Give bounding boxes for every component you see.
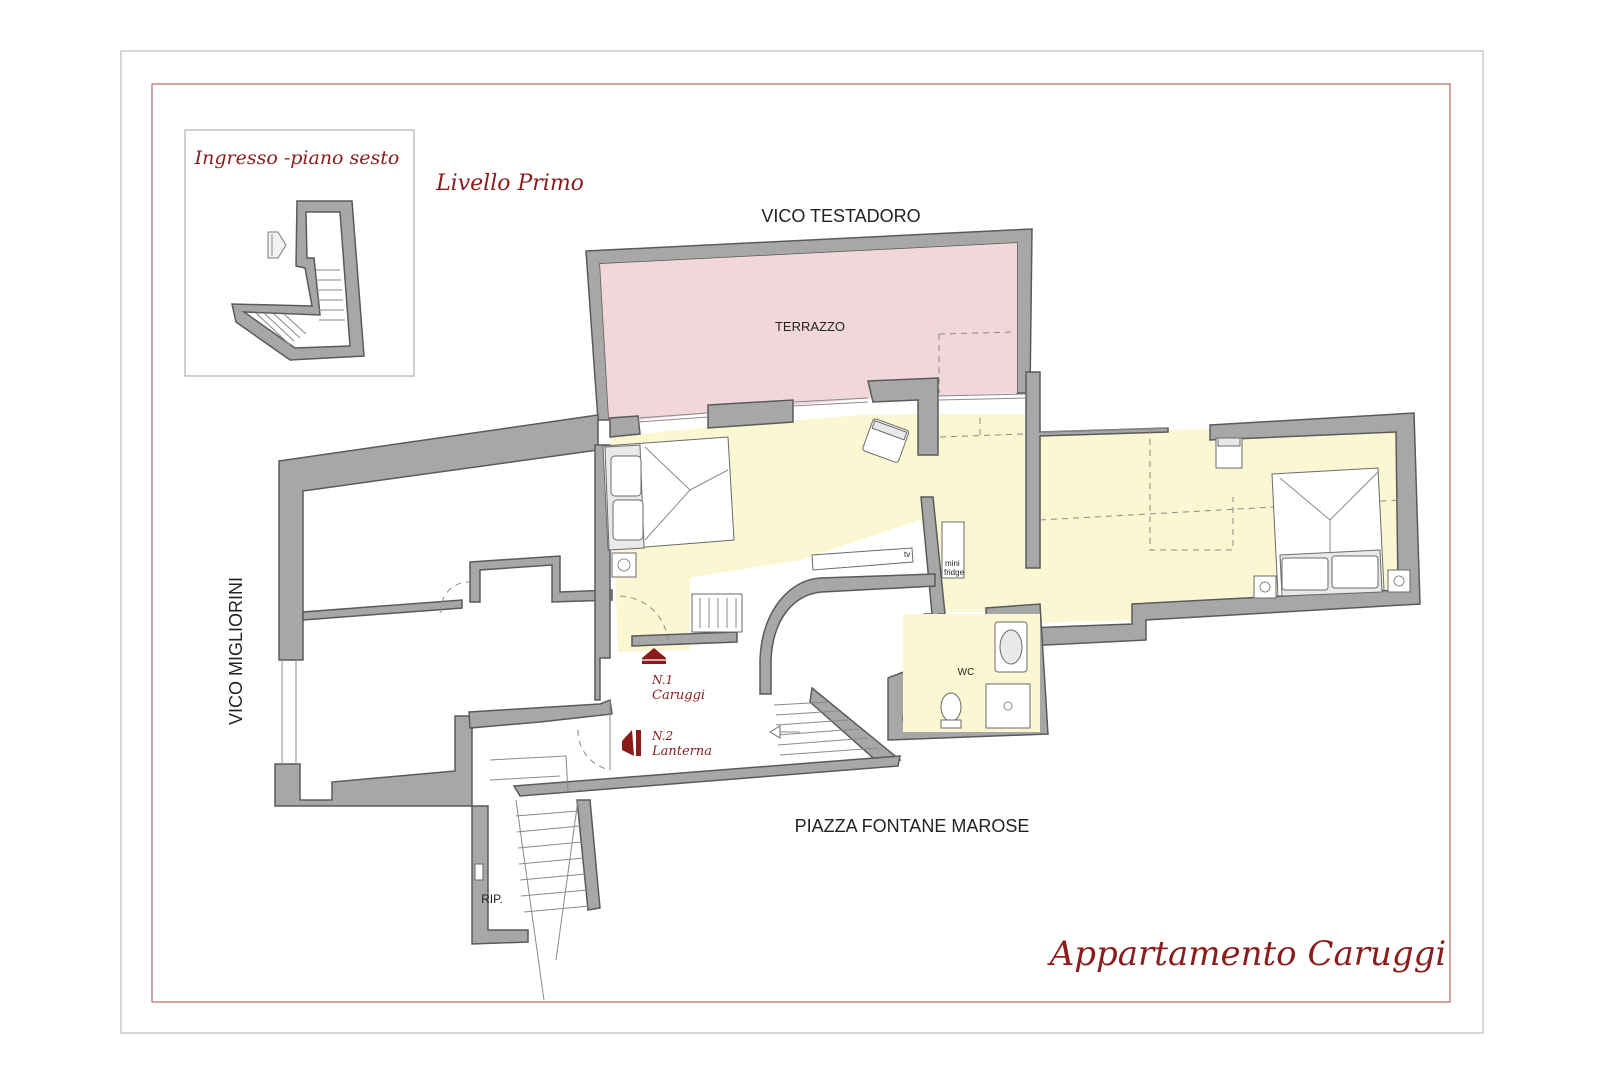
shower: [985, 683, 1031, 729]
wardrobe: [691, 593, 743, 633]
terrace-label: TERRAZZO: [775, 319, 845, 334]
inset-title: Ingresso -piano sesto: [194, 147, 400, 169]
nightstand-lamps: [611, 552, 1411, 599]
armchair: [862, 418, 910, 463]
storage-label: RIP.: [481, 892, 503, 906]
entrance-2-name: Lanterna: [651, 744, 712, 759]
level-label: Livello Primo: [435, 171, 584, 196]
inner-frame: [151, 83, 1451, 1003]
minifridge-label-1: mini: [945, 559, 960, 568]
minifridge: [941, 521, 965, 579]
entrance-2-icon: [622, 730, 634, 756]
tv-label: tv: [904, 550, 910, 559]
terrace: TERRAZZO: [585, 228, 1033, 421]
bed-right: [1271, 467, 1385, 597]
inset-entrance-plan: Ingresso -piano sesto: [184, 129, 415, 377]
street-south-label: PIAZZA FONTANE MAROSE: [795, 816, 1030, 836]
outer-frame: [120, 50, 1484, 1034]
street-west-label: VICO MIGLIORINI: [226, 577, 246, 725]
bed-left: [602, 436, 735, 551]
inset-walls: [231, 200, 365, 361]
apartment-floor: [610, 414, 1400, 652]
entrance-1-marker: N.1 Caruggi: [641, 648, 705, 703]
entrance-1-number: N.1: [651, 673, 673, 687]
entrance-1-name: Caruggi: [652, 688, 705, 703]
apartment-title: Appartamento Caruggi: [1047, 934, 1447, 974]
street-north-label: VICO TESTADORO: [761, 206, 920, 226]
entrance-stairs: [769, 686, 902, 765]
terrace-floor: [600, 243, 1017, 420]
walls-left-unit: [274, 414, 613, 807]
entrance-2-marker: N.2 Lanterna: [622, 729, 712, 759]
tv-stand: [811, 547, 914, 571]
minifridge-label-2: fridge: [944, 568, 965, 577]
lower-stairwell: RIP.: [471, 755, 901, 1001]
inset-stairs: [255, 269, 345, 346]
wc-label: WC: [958, 667, 975, 678]
bathroom: WC: [903, 614, 1040, 732]
toilet: [940, 692, 962, 722]
entrance-2-number: N.2: [651, 729, 673, 743]
